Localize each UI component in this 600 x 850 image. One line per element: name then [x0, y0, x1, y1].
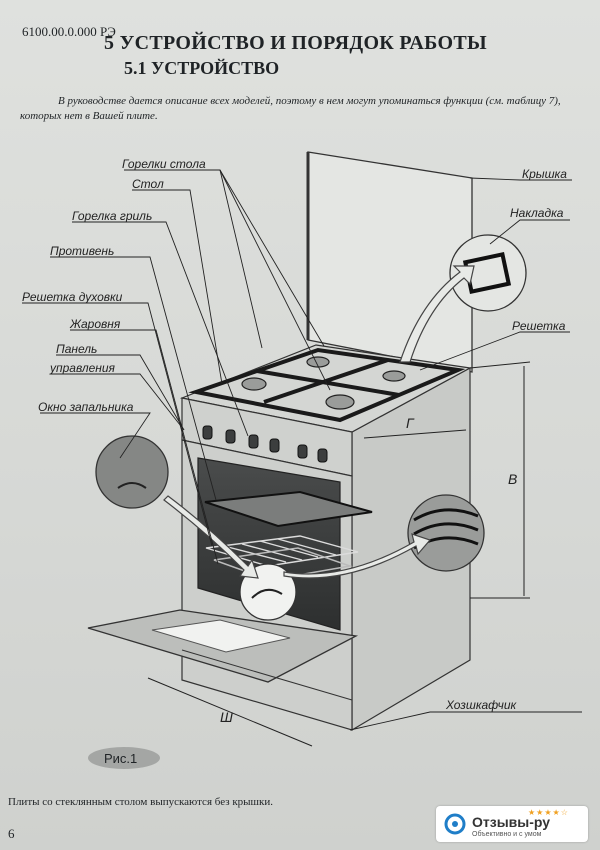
- label-lid: Крышка: [522, 167, 567, 181]
- page-number: 6: [8, 826, 15, 841]
- lid-panel: [307, 151, 473, 373]
- leader-lines: [22, 169, 582, 731]
- grate-detail: [407, 494, 485, 572]
- label-control-panel-line1: Панель: [56, 342, 97, 356]
- control-knobs: [202, 425, 328, 463]
- dimension-lines: [147, 361, 531, 747]
- label-ignition-window: Окно запальника: [38, 400, 134, 414]
- watermark-name: Отзывы-ру: [472, 814, 551, 830]
- label-hob: Стол: [132, 177, 164, 191]
- label-dim-height: В: [508, 471, 517, 487]
- label-baking-tray: Противень: [50, 244, 114, 258]
- label-oven-rack: Решетка духовки: [22, 290, 123, 304]
- section-title: 5 УСТРОЙСТВО И ПОРЯДОК РАБОТЫ: [104, 32, 487, 54]
- baking-tray: [204, 490, 373, 528]
- label-roasting-pan: Жаровня: [69, 317, 121, 331]
- subsection-title: 5.1 УСТРОЙСТВО: [124, 58, 280, 78]
- label-dim-width: Ш: [220, 709, 233, 725]
- label-hob-burners: Горелки стола: [122, 157, 206, 171]
- figure-caption-text: Рис.1: [104, 751, 137, 766]
- watermark-logo-icon: [444, 813, 466, 835]
- label-grate: Решетка: [512, 319, 566, 333]
- oven-door-glass: [151, 619, 291, 653]
- label-storage-drawer: Хозшкафчик: [445, 698, 518, 712]
- figure-caption: Рис.1: [88, 747, 160, 769]
- hob-burners: [241, 356, 406, 410]
- footer-note: Плиты со стеклянным столом выпускаются б…: [8, 796, 273, 808]
- watermark-tagline: Объективно и с умом: [472, 831, 542, 838]
- label-grill-burner: Горелка гриль: [72, 209, 152, 223]
- label-dim-depth: Г: [406, 415, 415, 431]
- watermark-stars: ★★★★☆: [528, 808, 569, 817]
- document-number: 6100.00.0.000 РЭ: [22, 24, 116, 39]
- label-cover-plate: Накладка: [510, 206, 564, 220]
- intro-paragraph: В руководстве дается описание всех модел…: [20, 95, 561, 122]
- ignition-window-detail: [95, 435, 169, 509]
- label-control-panel-line2: управления: [49, 361, 116, 375]
- watermark-badge: Отзывы-ру ★★★★☆ Объективно и с умом: [436, 806, 588, 842]
- stove-diagram: Горелки стола Стол Горелка гриль Противе…: [22, 151, 582, 769]
